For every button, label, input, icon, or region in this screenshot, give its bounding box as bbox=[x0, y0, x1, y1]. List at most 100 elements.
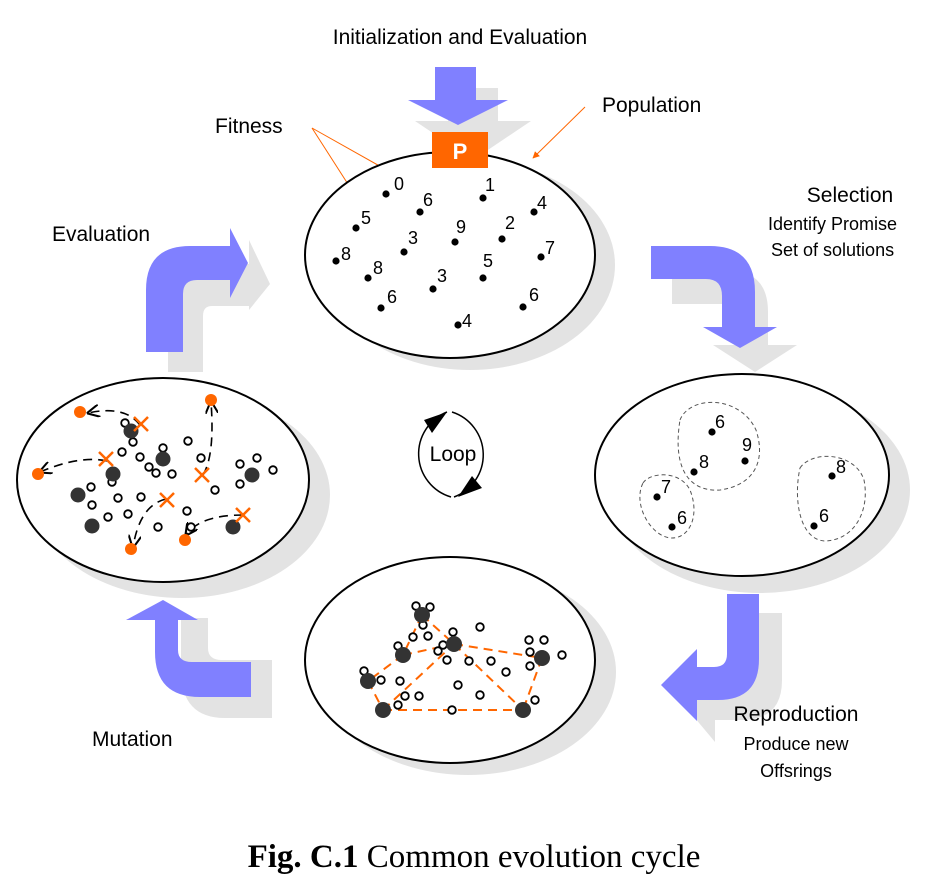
evaluation-label: Evaluation bbox=[52, 223, 150, 246]
offspring-node bbox=[408, 632, 418, 642]
crossover-edge bbox=[402, 643, 455, 656]
offspring-node bbox=[447, 705, 457, 715]
mutation-network bbox=[32, 394, 278, 555]
selection-title: Selection bbox=[807, 184, 893, 207]
individual-node bbox=[128, 437, 138, 447]
offspring-node bbox=[433, 646, 443, 656]
offspring-node bbox=[423, 631, 433, 641]
population-point-dot bbox=[537, 253, 545, 261]
individual-node bbox=[186, 522, 196, 532]
offspring-node bbox=[525, 647, 535, 657]
population-point-value: 6 bbox=[423, 190, 433, 210]
selected-point-value: 8 bbox=[699, 452, 709, 472]
offspring-node bbox=[557, 650, 567, 660]
crossover-edge bbox=[382, 643, 455, 711]
cross-stroke bbox=[194, 467, 210, 483]
parent-node bbox=[225, 519, 241, 535]
individual-node bbox=[87, 500, 97, 510]
offspring-node bbox=[475, 622, 485, 632]
cross-stroke bbox=[133, 416, 149, 432]
offspring-node bbox=[400, 691, 410, 701]
offspring-node bbox=[376, 675, 386, 685]
mutant-node bbox=[125, 543, 137, 555]
group-outline bbox=[677, 401, 760, 491]
population-point-dot bbox=[451, 238, 459, 246]
selection-line2: Set of solutions bbox=[771, 240, 894, 260]
selected-point-value: 9 bbox=[742, 435, 752, 455]
group-outline bbox=[639, 474, 695, 539]
individual-node bbox=[235, 459, 245, 469]
cross-stroke bbox=[159, 492, 175, 508]
individual-node bbox=[182, 506, 192, 516]
removed-cross-icon bbox=[235, 507, 251, 523]
population-point-value: 6 bbox=[387, 287, 397, 307]
population-point-dot bbox=[498, 235, 506, 243]
mutant-node bbox=[205, 394, 217, 406]
population-point-dot bbox=[400, 248, 408, 256]
population-point-value: 5 bbox=[483, 251, 493, 271]
mutation-arrow-icon bbox=[126, 600, 272, 718]
caption-bold: Fig. C.1 bbox=[248, 839, 359, 875]
selected-point-dot bbox=[653, 493, 661, 501]
population-point-dot bbox=[479, 274, 487, 282]
population-point-dot bbox=[454, 321, 462, 329]
offspring-node bbox=[442, 655, 452, 665]
individual-node bbox=[113, 493, 123, 503]
population-point-value: 7 bbox=[545, 238, 555, 258]
figure-caption: Fig. C.1 Common evolution cycle bbox=[248, 839, 701, 875]
selected-point-dot bbox=[668, 523, 676, 531]
population-point-value: 5 bbox=[361, 208, 371, 228]
selected-group: 86 bbox=[797, 455, 866, 542]
parent-node bbox=[534, 650, 550, 666]
population-point-dot bbox=[364, 274, 372, 282]
selected-point-value: 6 bbox=[677, 508, 687, 528]
fitness-label: Fitness bbox=[215, 115, 283, 138]
individual-node bbox=[136, 492, 146, 502]
crossover-edge bbox=[522, 657, 543, 711]
offspring-node bbox=[464, 656, 474, 666]
reproduction-ellipse bbox=[304, 556, 616, 775]
selected-point-dot bbox=[708, 428, 716, 436]
individual-node bbox=[158, 443, 168, 453]
parent-node bbox=[70, 487, 86, 503]
reproduction-title: Reproduction bbox=[734, 703, 859, 726]
mutation-path bbox=[133, 498, 167, 547]
parent-node bbox=[360, 673, 376, 689]
parent-node bbox=[446, 636, 462, 652]
individual-node bbox=[135, 452, 145, 462]
offspring-node bbox=[486, 656, 496, 666]
individual-node bbox=[153, 522, 163, 532]
population-point-value: 3 bbox=[437, 266, 447, 286]
population-point-value: 0 bbox=[394, 174, 404, 194]
offspring-node bbox=[501, 667, 511, 677]
cross-stroke bbox=[98, 451, 114, 467]
individual-node bbox=[86, 482, 96, 492]
selected-point-dot bbox=[828, 472, 836, 480]
p-box-label: P bbox=[453, 139, 468, 164]
loop-icon bbox=[417, 411, 484, 498]
offspring-node bbox=[530, 695, 540, 705]
removed-cross-icon bbox=[133, 416, 149, 432]
individual-node bbox=[103, 512, 113, 522]
crossover-edge bbox=[453, 643, 524, 711]
population-point-dot bbox=[429, 285, 437, 293]
population-point-value: 4 bbox=[462, 311, 472, 331]
parent-node bbox=[155, 451, 171, 467]
selected-point-dot bbox=[810, 522, 818, 530]
population-point-value: 1 bbox=[485, 175, 495, 195]
offspring-node bbox=[414, 691, 424, 701]
parent-node bbox=[244, 467, 260, 483]
population-point-dot bbox=[377, 304, 385, 312]
offspring-node bbox=[539, 635, 549, 645]
individual-node bbox=[210, 485, 220, 495]
population-point-value: 6 bbox=[529, 285, 539, 305]
selected-group: 689 bbox=[677, 401, 760, 491]
population-point-dot bbox=[416, 208, 424, 216]
loop-label: Loop bbox=[430, 443, 477, 466]
selected-point-dot bbox=[690, 468, 698, 476]
offspring-node bbox=[525, 661, 535, 671]
offspring-node bbox=[453, 680, 463, 690]
offspring-node bbox=[395, 676, 405, 686]
individual-node bbox=[252, 453, 262, 463]
selected-point-dot bbox=[741, 457, 749, 465]
